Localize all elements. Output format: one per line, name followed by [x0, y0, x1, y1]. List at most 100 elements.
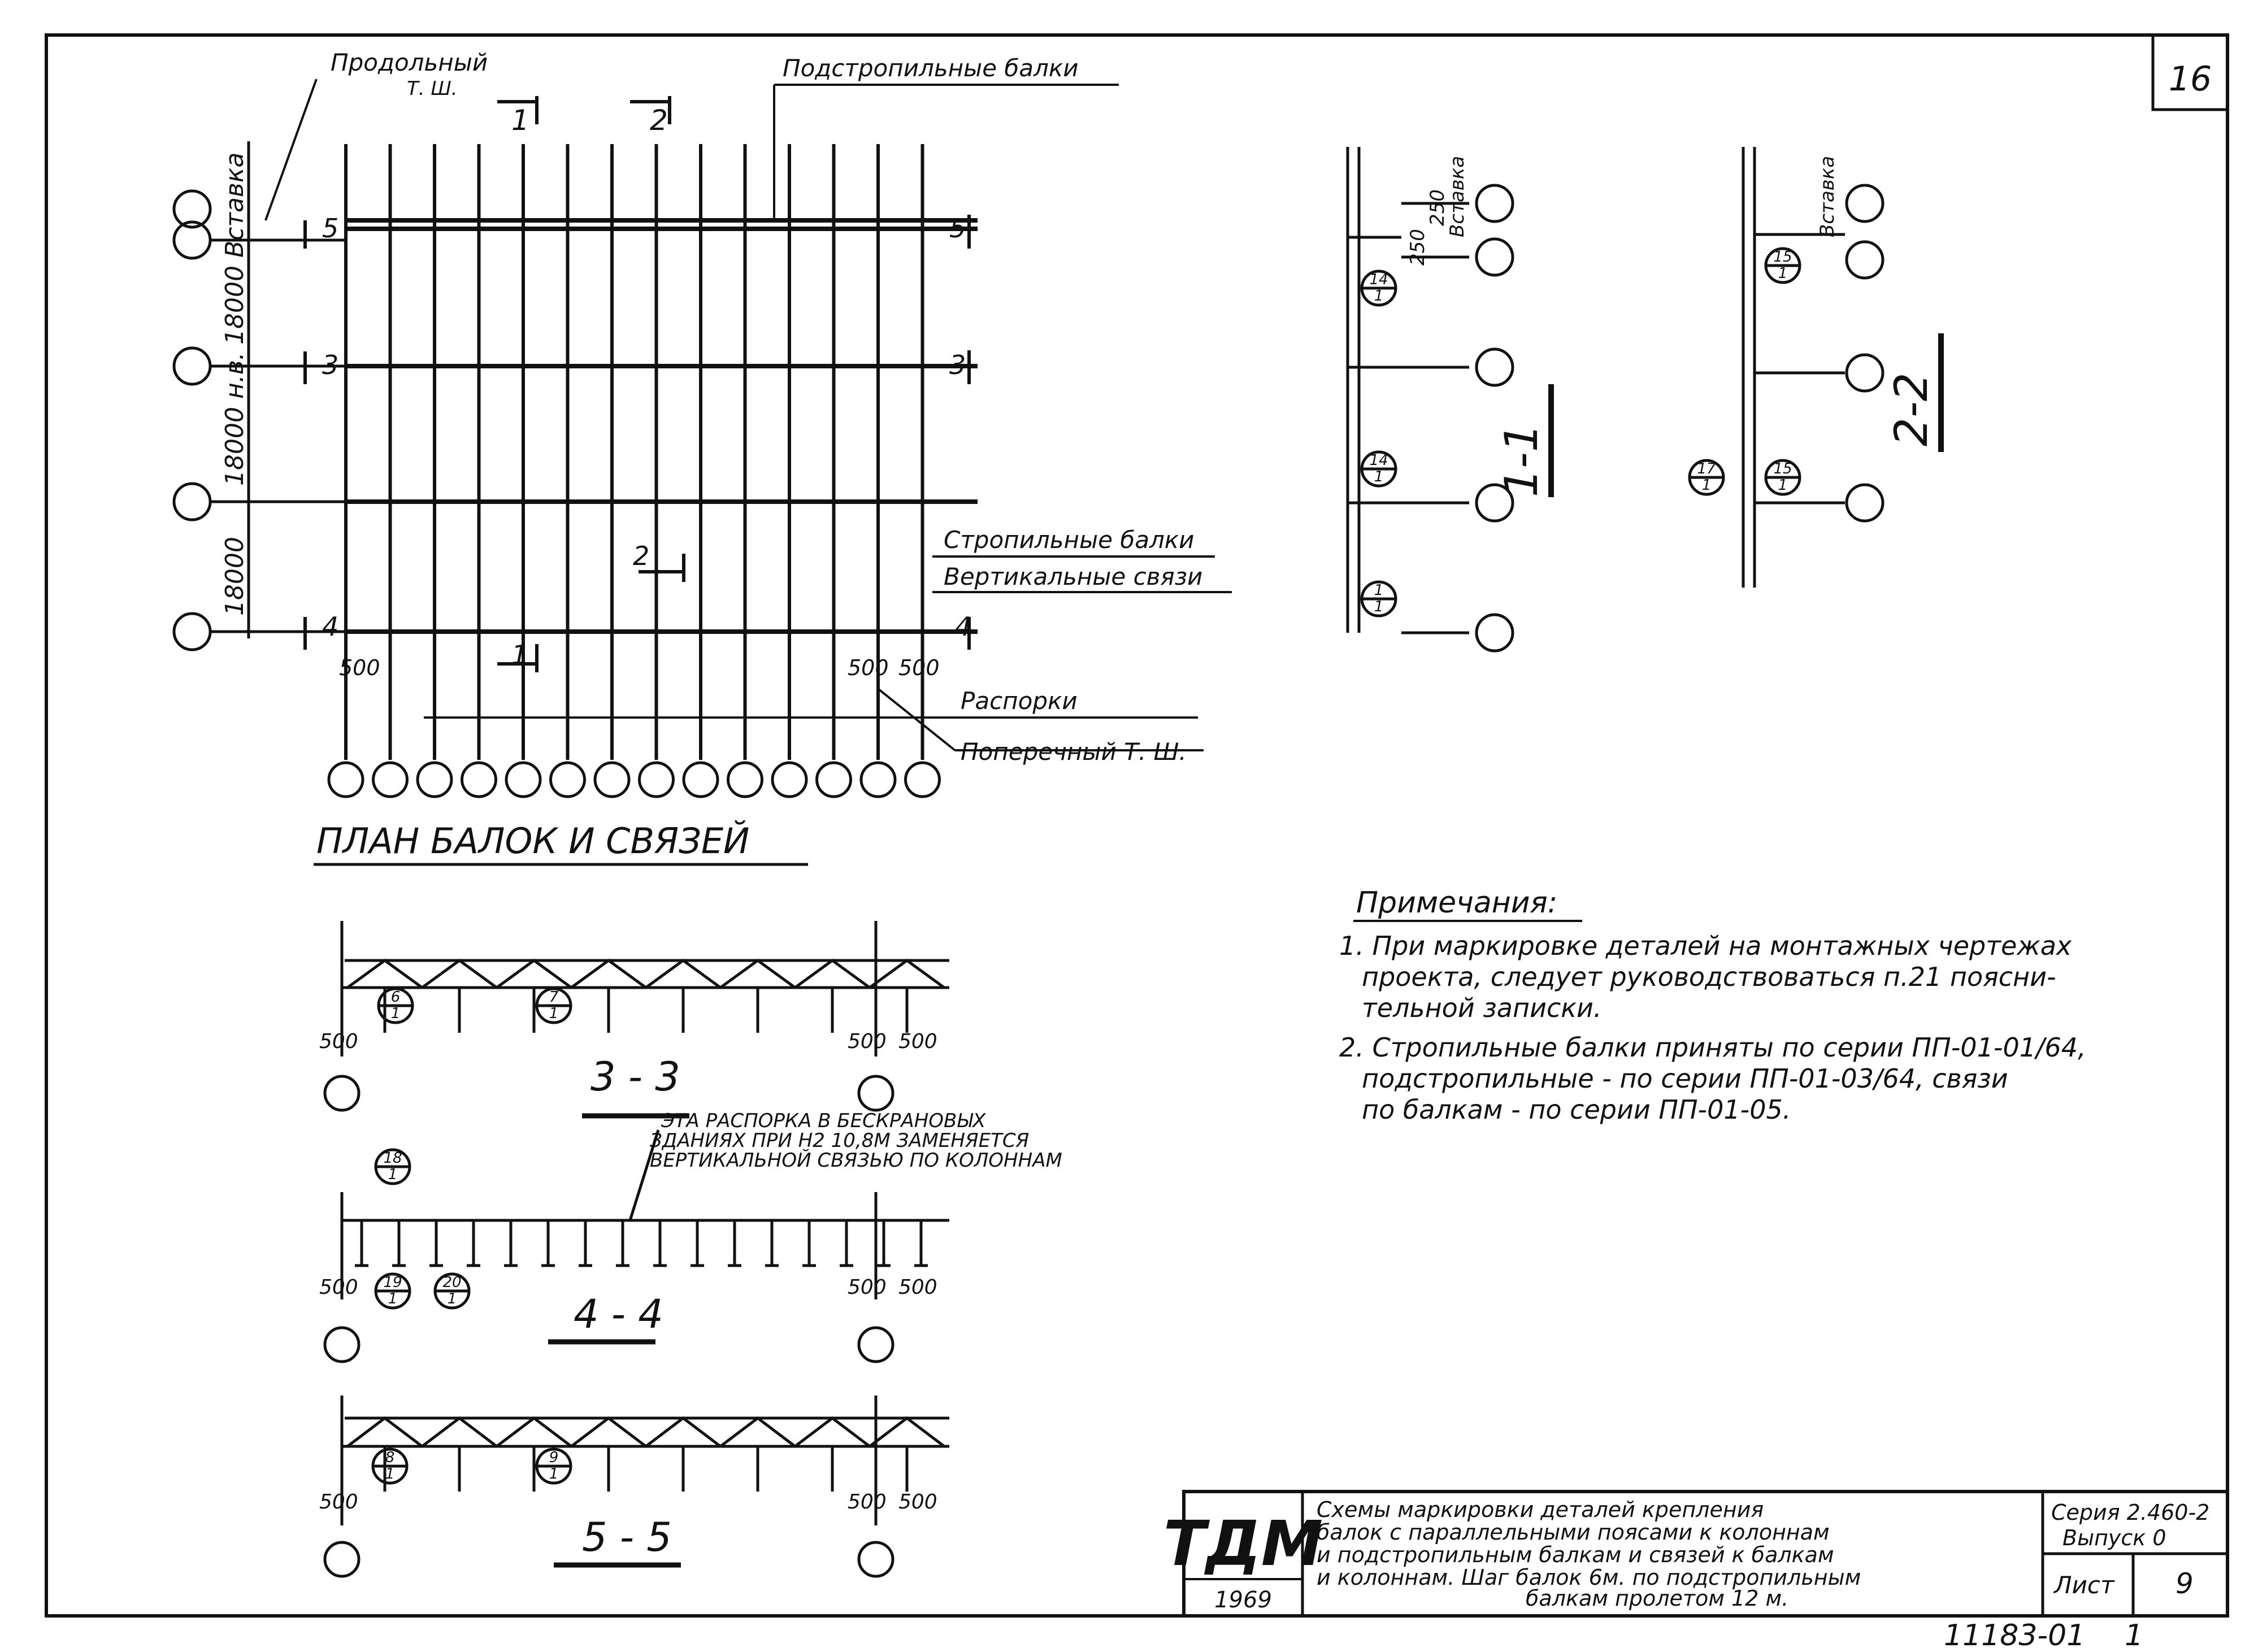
plan-grid-bubbles-left [172, 141, 346, 651]
plan-grid-bubble [682, 761, 719, 798]
truss-web [794, 958, 871, 989]
title-block-year: 1969 [1214, 1587, 1272, 1613]
section-1-1-dim-b: 250 [1426, 189, 1449, 226]
truss-web [719, 958, 796, 989]
section-3-3-dim-c: 500 [898, 1030, 937, 1053]
section-4-4-dim-a: 500 [319, 1276, 358, 1299]
section-1-1: 14 14 1 1 1 1 250 250 Вставка 1-1 [1346, 147, 1554, 653]
notes-line-6: по балкам - по серии ПП-01-05. [1362, 1094, 1791, 1125]
plan-grid-bubble [771, 761, 808, 798]
title-block: ТДМ 1969 Схемы маркировки деталей крепле… [1163, 1490, 2229, 1618]
truss-web [346, 1416, 423, 1447]
section-2-2-den-b: 1 [1778, 477, 1788, 494]
section-4-4-mark-a: 18 [383, 1150, 402, 1167]
notes-heading: Примечания: [1356, 886, 1557, 920]
section-2-2-title: 2-2 [1885, 372, 1938, 446]
plan-grid-bubble [593, 761, 631, 798]
section-1-1-title: 1-1 [1495, 423, 1548, 497]
notes-line-4: 2. Стропильные балки приняты по серии ПП… [1339, 1032, 2086, 1063]
plan-mark-5: 5 [322, 213, 338, 244]
title-block-org: ТДМ [1163, 1507, 1323, 1580]
section-1-1-mark-a: 14 [1369, 271, 1388, 288]
notes-line-1: 1. При маркировке деталей на монтажных ч… [1339, 931, 2072, 961]
plan-title: ПЛАН БАЛОК И СВЯЗЕЙ [316, 820, 749, 862]
truss-web [570, 1416, 647, 1447]
sheet-frame [45, 33, 2229, 1618]
section-2-2-mark-b: 15 [1773, 460, 1792, 477]
plan-section-marks [303, 96, 971, 672]
plan-grid-bubble [859, 761, 897, 798]
plan-mark-1: 1 [511, 104, 529, 137]
section-2-2-insert: Вставка [1816, 156, 1839, 237]
plan-grid-bubble [505, 761, 542, 798]
section-1-1-dim-a: 250 [1406, 229, 1429, 266]
section-5-5-dim-a: 500 [319, 1490, 358, 1514]
plan-label-subrafter-beams: Подстропильные балки [783, 54, 1079, 82]
title-block-sheet-number: 9 [2176, 1567, 2194, 1600]
plan-grid-bubble [461, 761, 497, 798]
notes-line-3: тельной записки. [1362, 993, 1602, 1023]
section-5-5-den-b: 1 [549, 1466, 559, 1483]
section-1-1-insert: Вставка [1446, 156, 1469, 237]
section-5-5-title: 5 - 5 [582, 1514, 672, 1560]
notes-line-5: подстропильные - по серии ПП-01-03/64, с… [1362, 1063, 2008, 1094]
truss-web [496, 1416, 572, 1447]
section-2-2-den-a: 1 [1778, 265, 1788, 282]
notes-line-2: проекта, следует руководствоваться п.21 … [1362, 962, 2056, 992]
plan-grid-bubble [815, 761, 852, 798]
bottom-code: 11183-01 [1944, 1619, 2085, 1652]
plan-grid-bubble [327, 761, 364, 798]
section-1-1-den-a: 1 [1374, 288, 1384, 305]
truss-web [719, 1416, 796, 1447]
plan-mark-2: 2 [650, 104, 668, 137]
section-2-2: 15 15 17 1 1 1 Вставка 2-2 [1688, 147, 1944, 588]
section-5-5-dim-b: 500 [848, 1490, 887, 1514]
section-1-1-den-c: 1 [1374, 598, 1384, 615]
plan-vertical-beams [344, 144, 924, 760]
title-block-desc-1: Схемы маркировки деталей крепления [1317, 1497, 1764, 1522]
plan-grid-bubbles-bottom [327, 761, 941, 798]
section-3-3-mark-a: 6 [391, 989, 401, 1006]
section-4-4-dim-c: 500 [898, 1276, 937, 1299]
section-4-4-den-b: 1 [388, 1290, 398, 1307]
section-5-5-mark-a: 8 [385, 1449, 395, 1466]
plan-label-rafter-beams: Стропильные балки [944, 526, 1194, 554]
plan-label-struts: Распорки [961, 687, 1078, 715]
truss-web [570, 958, 647, 989]
truss-web [421, 958, 498, 989]
plan-dim-lower: 18000 [220, 537, 249, 616]
plan-label-longitudinal-joint: Продольный [331, 49, 488, 76]
section-4-4-mark-c: 20 [442, 1274, 461, 1291]
section-4-4-note-1: ЭТА РАСПОРКА В БЕСКРАНОВЫХ [661, 1110, 986, 1132]
section-3-3-title: 3 - 3 [590, 1054, 680, 1100]
plan-dim-500-b: 500 [848, 655, 889, 680]
truss-web [869, 958, 945, 989]
plan-grid-bubble [416, 761, 453, 798]
plan-dim-500-c: 500 [898, 655, 940, 680]
plan-label-longitudinal-joint-2: Т. Ш. [407, 77, 458, 100]
section-2-2-mark-c: 17 [1697, 460, 1716, 477]
section-5-5-den-a: 1 [385, 1466, 395, 1483]
section-1-1-den-b: 1 [1374, 468, 1384, 485]
section-trusses [345, 958, 949, 1492]
plan-grid-bubble [638, 761, 675, 798]
title-block-issue: Выпуск 0 [2062, 1525, 2166, 1550]
section-1-1-mark-c: 1 [1374, 582, 1384, 599]
section-2-2-mark-a: 15 [1773, 249, 1792, 266]
section-3-3-dim-a: 500 [319, 1030, 358, 1053]
title-block-series: Серия 2.460-2 [2051, 1500, 2209, 1525]
section-3-3-den-b: 1 [549, 1005, 559, 1022]
truss-web [346, 958, 423, 989]
plan-mark-3b: 3 [949, 350, 966, 380]
section-4-4-title: 4 - 4 [574, 1291, 663, 1337]
bottom-mark: 1 [2125, 1619, 2143, 1652]
plan-grid-bubble [727, 761, 763, 798]
plan-grid-bubble [904, 761, 941, 798]
section-4-4-note-3: ВЕРТИКАЛЬНОЙ СВЯЗЬЮ ПО КОЛОННАМ [650, 1149, 1062, 1172]
plan-mark-5b: 5 [949, 213, 966, 244]
title-block-desc-2: балок с параллельными поясами к колоннам [1317, 1520, 1830, 1545]
section-2-2-den-c: 1 [1702, 477, 1712, 494]
truss-web [421, 1416, 498, 1447]
truss-web [869, 1416, 945, 1447]
plan-horizontal-girders [346, 218, 978, 634]
